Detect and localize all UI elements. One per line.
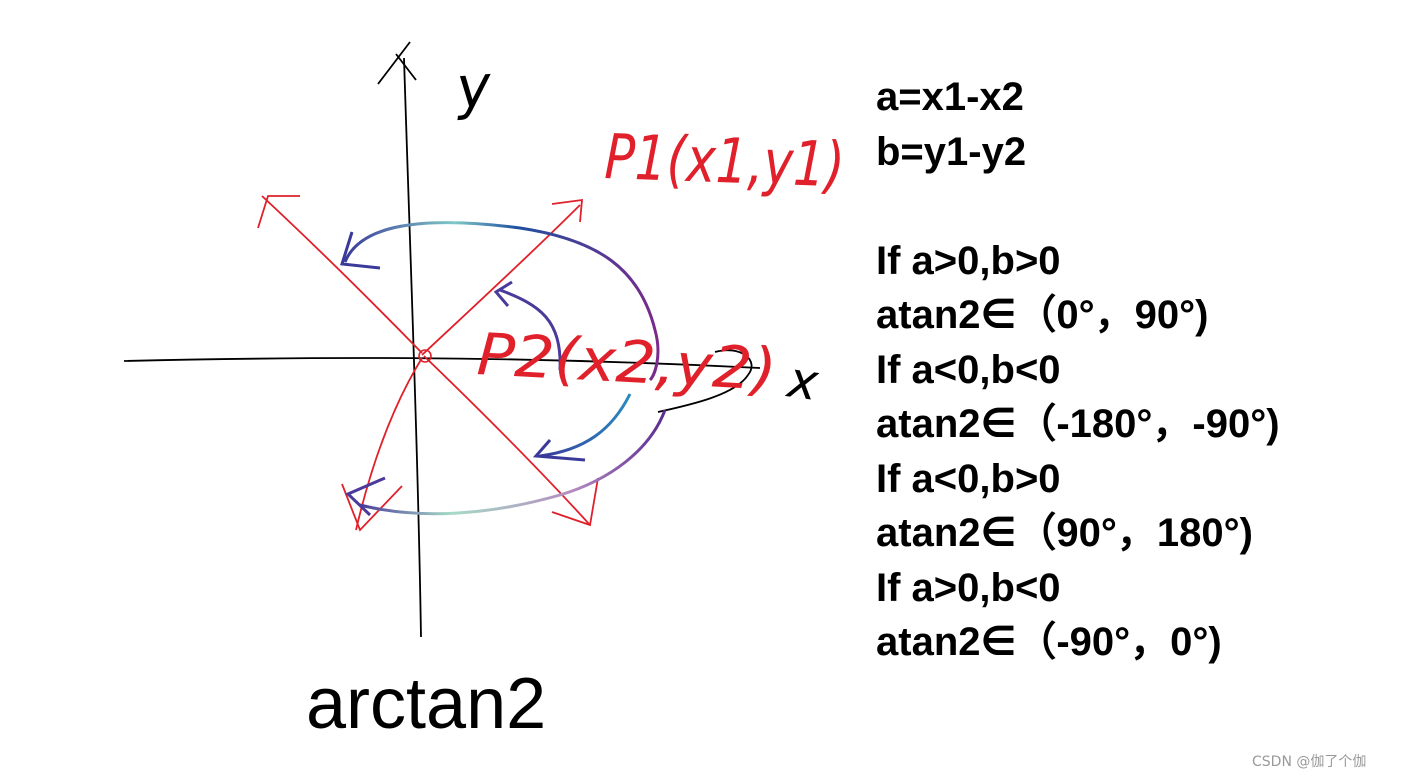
arrowhead-lower-left (341, 483, 403, 532)
inner-arc-bottom-arrow (532, 439, 586, 462)
inner-arc-bottom (539, 393, 632, 458)
point-p1-label: P1(x1,y1) (603, 120, 845, 201)
x-axis-label: x (782, 350, 822, 412)
y-axis-label: y (452, 52, 494, 122)
notes-panel: a=x1-x2 b=y1-y2 If a>0,b>0 atan2∈（0°，90°… (876, 70, 1280, 670)
outer-arc-top-arrow (340, 231, 381, 270)
arrowhead-lower-right (551, 477, 599, 527)
spacer (876, 179, 1280, 234)
diagram-caption: arctan2 (306, 664, 547, 744)
case-condition: If a<0,b>0 (876, 456, 1061, 501)
outer-arc-bottom (359, 409, 667, 516)
case-range: atan2∈（-90°，0°) (876, 620, 1222, 664)
inner-arc-top (499, 288, 562, 371)
y-axis-arrow (377, 41, 417, 85)
case-range: atan2∈（-180°，-90°) (876, 402, 1280, 446)
watermark: CSDN @伽了个伽 (1252, 754, 1367, 770)
case-range: atan2∈（0°，90°) (876, 293, 1209, 337)
arrowhead-upper-right (551, 198, 583, 223)
y-axis-line (403, 57, 422, 638)
axes (123, 41, 761, 638)
inner-arc-top-arrow (493, 280, 513, 307)
diagonal-lower-right (423, 355, 591, 526)
case-condition: If a<0,b<0 (876, 347, 1061, 392)
arrowhead-upper-left (257, 195, 300, 229)
definition-a: a=x1-x2 (876, 75, 1024, 119)
outer-arc-bottom-arrow (345, 476, 386, 517)
definition-b: b=y1-y2 (876, 129, 1027, 174)
point-p2-label: P2(x2,y2) (475, 320, 778, 404)
outer-arc-top (343, 221, 660, 382)
case-condition: If a>0,b<0 (876, 565, 1061, 610)
case-condition: If a>0,b>0 (876, 238, 1061, 283)
origin-point (418, 349, 432, 363)
x-axis-arrow (657, 349, 753, 413)
case-range: atan2∈（90°，180°) (876, 511, 1253, 555)
angle-arcs (340, 221, 667, 517)
x-axis-line (123, 357, 761, 369)
diagonal-upper-right (421, 204, 581, 356)
diagonal-lower-left (355, 357, 423, 531)
diagonal-lines (257, 195, 599, 532)
diagonal-upper-left (261, 195, 423, 354)
